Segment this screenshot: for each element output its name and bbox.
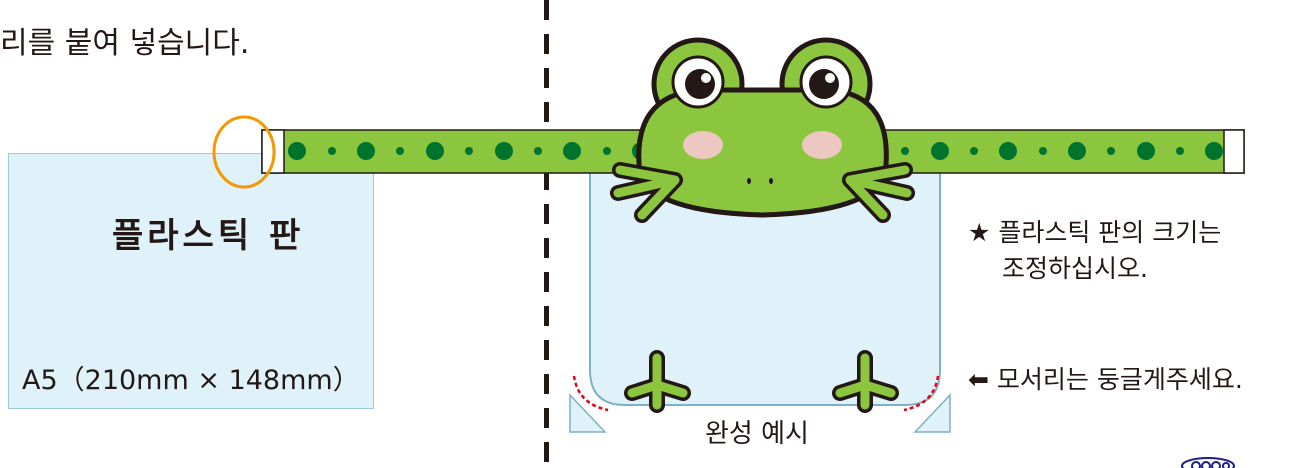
- arrow-left-icon: ⬅: [968, 365, 989, 394]
- size-note-line2: 조정하십시오.: [968, 251, 1221, 287]
- corner-note: ⬅ 모서리는 둥글게주세요.: [968, 360, 1243, 396]
- band-end-right: [1224, 130, 1244, 173]
- example-caption: 완성 예시: [705, 413, 809, 450]
- corner-note-text: 모서리는 둥글게주세요.: [997, 365, 1243, 394]
- size-note: ★ 플라스틱 판의 크기는 조정하십시오.: [968, 215, 1221, 287]
- size-note-line1: ★ 플라스틱 판의 크기는: [968, 215, 1221, 251]
- logo-icon: [1182, 458, 1234, 468]
